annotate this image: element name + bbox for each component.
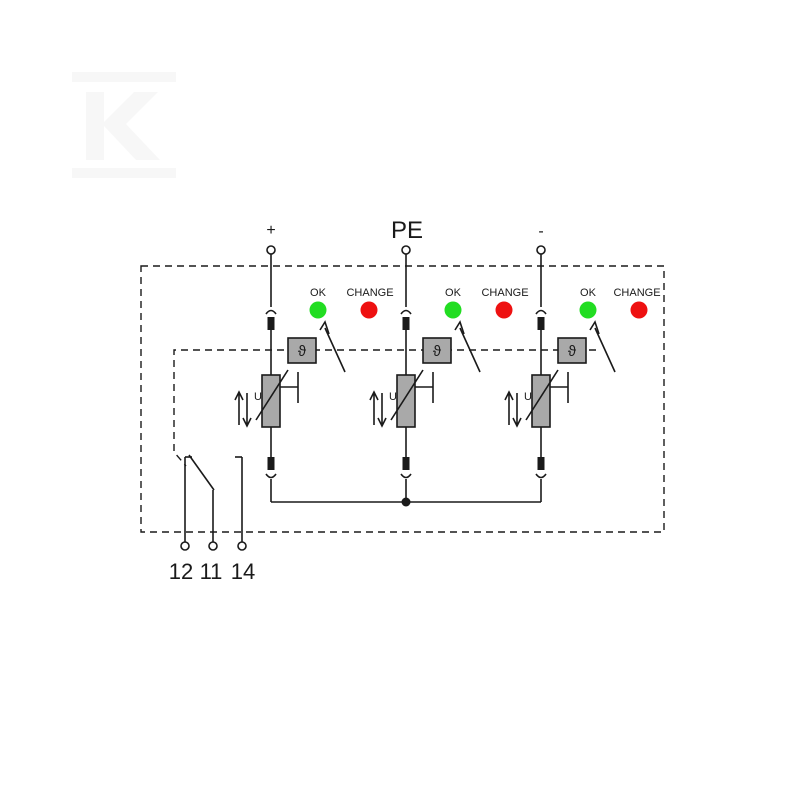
u-label: U (389, 391, 397, 403)
theta-label: ϑ (433, 343, 442, 360)
ok-led (579, 301, 597, 319)
contact-11-terminal (208, 541, 218, 551)
u-arrows-icon (234, 390, 252, 428)
change-led (360, 301, 378, 319)
thermal-link-line (173, 349, 596, 467)
contact-14-label: 14 (231, 559, 255, 584)
ok-label: OK (310, 287, 327, 299)
u-arrows-icon (369, 390, 387, 428)
terminal-minus-label: - (538, 223, 543, 240)
logo-watermark (72, 72, 176, 178)
channel-pe: ϑ U OK CHANGE (369, 245, 529, 502)
ok-led (309, 301, 327, 319)
terminal-minus (536, 245, 546, 255)
ok-label: OK (580, 287, 597, 299)
fuse-top (537, 317, 545, 330)
signal-contact: 12 11 14 (169, 454, 255, 584)
fuse-top (267, 317, 275, 330)
change-label: CHANGE (346, 287, 393, 299)
channel-minus: ϑ U OK CHANGE (504, 245, 661, 502)
u-label: U (254, 391, 262, 403)
terminal-pe-label: PE (391, 217, 423, 244)
contact-11-label: 11 (200, 559, 223, 584)
housing-outline (140, 265, 665, 533)
varistor (261, 374, 281, 428)
change-label: CHANGE (481, 287, 528, 299)
varistor (531, 374, 551, 428)
fuse-bottom (267, 457, 275, 470)
change-led (495, 301, 513, 319)
channel-plus: ϑ U OK CHANGE (234, 245, 394, 502)
terminal-plus (266, 245, 276, 255)
thermal-disconnector (287, 337, 317, 364)
contact-12-terminal (180, 541, 190, 551)
switch-blade (188, 454, 215, 491)
thermal-disconnector (557, 337, 587, 364)
u-arrows-icon (504, 390, 522, 428)
terminal-pe (401, 245, 411, 255)
fuse-bottom (402, 457, 410, 470)
contact-14-terminal (237, 541, 247, 551)
fuse-bottom (537, 457, 545, 470)
ok-label: OK (445, 287, 462, 299)
theta-label: ϑ (298, 343, 307, 360)
change-label: CHANGE (613, 287, 660, 299)
change-led (630, 301, 648, 319)
terminal-plus-label: + (266, 222, 275, 239)
varistor (396, 374, 416, 428)
contact-12-label: 12 (169, 559, 193, 584)
theta-label: ϑ (568, 343, 577, 360)
u-label: U (524, 391, 532, 403)
ok-led (444, 301, 462, 319)
thermal-disconnector (422, 337, 452, 364)
fuse-top (402, 317, 410, 330)
